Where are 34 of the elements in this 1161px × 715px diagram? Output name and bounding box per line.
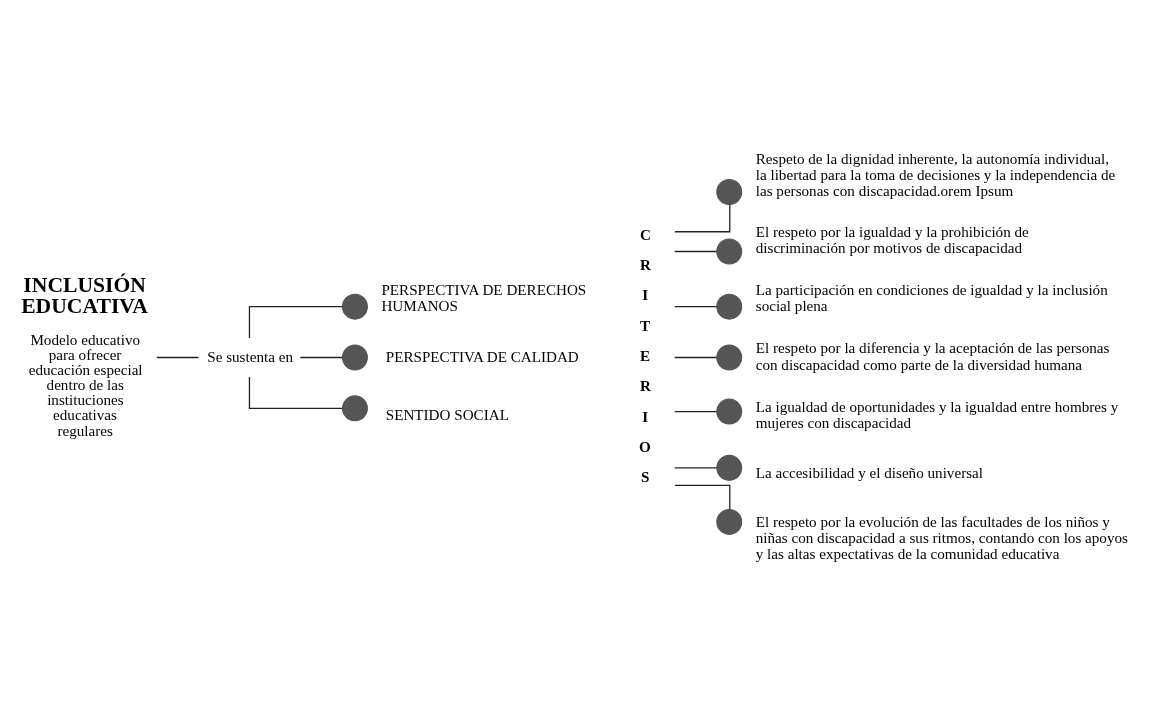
node-circle [341,293,368,320]
node-label: PERSPECTIVA DE CALIDAD [385,348,579,365]
connector [248,376,344,409]
connector [156,356,200,359]
connector [674,410,718,413]
node-label: SENTIDO SOCIAL [385,406,509,423]
node-text: Se sustenta en [207,348,293,365]
node-label: La accesibilidad y el diseño universal [755,465,983,482]
node-circle [716,344,743,371]
node-circle [716,293,743,320]
node-text: C R I T E R I O S [638,226,651,486]
node-label: El respeto por la diferencia y la aceptación de las personas con discapacidad como parte de la diversidad humana [755,340,1110,373]
connector [674,250,718,253]
node-circle [716,179,743,205]
node-text: INCLUSIÓN EDUCATIVA Modelo educativo para ofrecer educación especial dentro de las instituciones educativas regulares [21,272,148,439]
connector [674,467,718,469]
node-circle [341,395,368,422]
node-circle [716,238,743,265]
node-circle [716,398,743,425]
connector [674,306,718,308]
node-label: El respeto por la igualdad y la prohibición de discriminación por motivos de discapacidad [755,223,1029,256]
node-label: El respeto por la evolución de las facultades de los niños y niñas con discapacidad a sus ritmos, contando con los apoyos y las altas expectativas de la comunidad educativa [755,514,1128,563]
node-label: PERSPECTIVA DE DERECHOS HUMANOS [381,281,587,315]
node-label: La participación en condiciones de igualdad y la inclusión social plena [755,281,1108,315]
node-circle [716,508,743,535]
connector [674,484,731,510]
node-circle [716,454,743,481]
connector [248,306,344,339]
connector [674,203,731,233]
node-label: Respeto de la dignidad inherente, la autonomía individual, la libertad para la toma de decisiones y la independencia de las personas con discapacidad.orem Ipsum [755,150,1116,199]
connector [299,356,343,359]
connector [674,356,718,359]
node-circle [341,344,368,371]
node-label: La igualdad de oportunidades y la igualdad entre hombres y mujeres con discapacidad [755,398,1119,432]
